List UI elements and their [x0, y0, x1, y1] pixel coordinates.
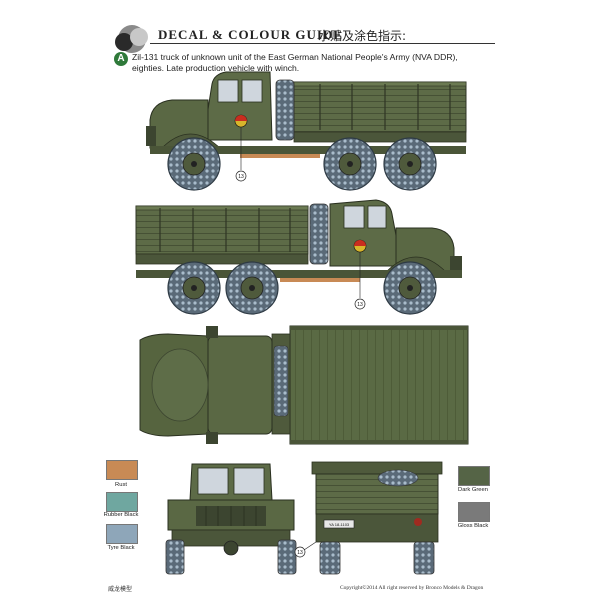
- swatch-tyre-black: [106, 524, 138, 544]
- swatch-rust: [106, 460, 138, 480]
- header-rule: [150, 43, 495, 44]
- brand-logo-icon: [115, 25, 148, 53]
- variant-description: Zil-131 truck of unknown unit of the Eas…: [132, 52, 458, 73]
- footer-brand-cn: 威龙模型: [108, 586, 133, 593]
- swatch-tyre-black-label: Tyre Black: [107, 545, 135, 551]
- page-title-cn: 水贴及涂色指示:: [318, 29, 407, 43]
- callout-13-c: 13: [297, 550, 303, 556]
- page-title: DECAL & COLOUR GUIDE: [158, 27, 344, 42]
- swatch-rubber-black-label: Rubber Black: [103, 512, 139, 518]
- swatch-rubber-black: [106, 492, 138, 512]
- footer-copyright: Copyright©2014 All right reserved by Bro…: [340, 585, 484, 591]
- variant-marker: A: [114, 52, 128, 66]
- truck-front-view: [165, 463, 297, 575]
- truck-side-view-right: [135, 199, 462, 315]
- truck-side-view-left: [146, 71, 467, 191]
- licence-plate-text: YA 18-1103: [329, 522, 350, 527]
- swatch-gloss-black: [458, 502, 490, 522]
- swatch-dark-green: [458, 466, 490, 486]
- callout-13-b: 13: [357, 302, 363, 308]
- swatch-dark-green-label: Dark Green: [458, 487, 488, 493]
- truck-rear-view: YA 18-1103: [294, 461, 443, 575]
- truck-top-view: [139, 325, 469, 445]
- callout-13-a: 13: [238, 174, 244, 180]
- swatch-rust-label: Rust: [115, 482, 127, 488]
- swatch-gloss-black-label: Gloss Black: [457, 523, 489, 529]
